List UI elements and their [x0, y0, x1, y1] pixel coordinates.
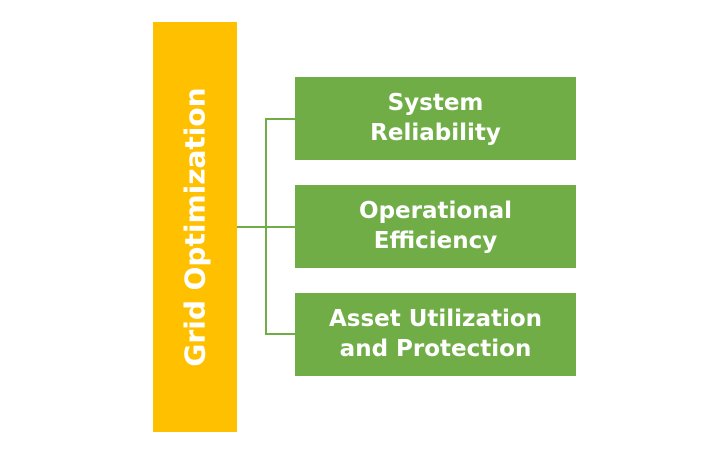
child-node-operational-efficiency: Operational Efficiency — [295, 185, 576, 268]
root-node-grid-optimization: Grid Optimization — [153, 22, 237, 432]
child-node-asset-utilization: Asset Utilization and Protection — [295, 293, 576, 376]
child-node-label: Operational Efficiency — [359, 197, 512, 254]
connector-branch-3 — [265, 333, 295, 335]
root-node-label: Grid Optimization — [178, 87, 212, 367]
child-node-label: System Reliability — [370, 89, 501, 146]
connector-branch-2 — [265, 226, 295, 228]
child-node-label: Asset Utilization and Protection — [328, 305, 543, 362]
connector-branch-1 — [265, 118, 295, 120]
connector-root-horizontal — [237, 226, 267, 228]
child-node-system-reliability: System Reliability — [295, 77, 576, 160]
